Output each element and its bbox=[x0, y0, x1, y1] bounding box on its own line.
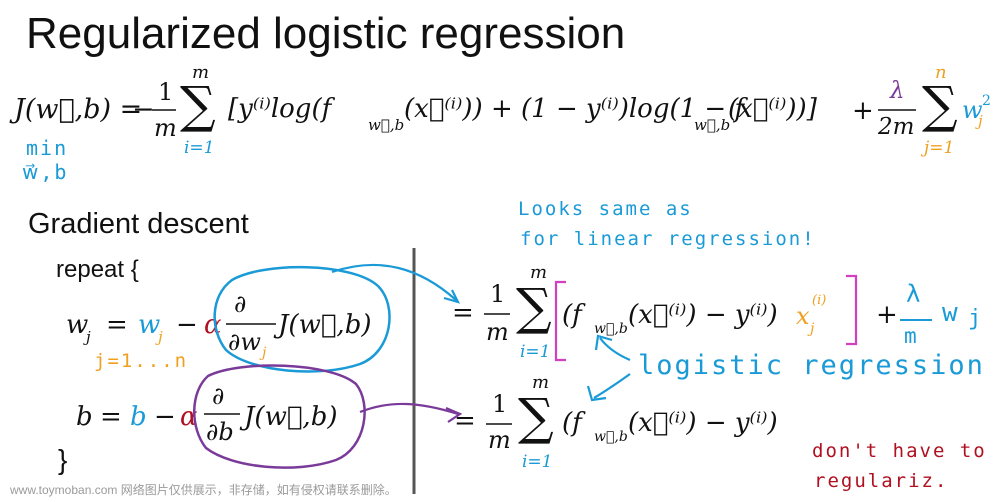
b-eq: = bbox=[100, 402, 122, 432]
logistic-arrow-up-head bbox=[594, 334, 613, 351]
w-minus: − bbox=[176, 310, 198, 340]
right-x-j-sub: j bbox=[810, 321, 815, 337]
cost-minus: − bbox=[132, 94, 155, 125]
cost-plus: + bbox=[852, 96, 874, 126]
gradient-heading: Gradient descent bbox=[28, 208, 249, 240]
repeat-open: repeat { bbox=[56, 256, 139, 283]
cost-two-m: 2m bbox=[878, 114, 915, 140]
right-m-2: m bbox=[904, 324, 919, 348]
cost-sum-top: m bbox=[192, 62, 210, 83]
cost-f-sub-2: w⃗,b bbox=[694, 116, 731, 134]
w-eq: = bbox=[106, 310, 128, 340]
cost-reg-sum-top: n bbox=[935, 62, 947, 83]
magenta-bracket-left bbox=[554, 280, 566, 362]
right-w-j-sub: j bbox=[968, 306, 984, 331]
cost-x-arg: (x⃗⁽ⁱ⁾)) + (1 − y⁽ⁱ⁾)log(1 − f bbox=[404, 94, 745, 124]
cost-m: m bbox=[154, 114, 177, 142]
repeat-close: } bbox=[58, 444, 68, 475]
w-dw: ∂w bbox=[228, 328, 261, 356]
cost-reg-sum-sign: ∑ bbox=[922, 76, 958, 134]
right-arg-2: (x⃗⁽ⁱ⁾) − y⁽ⁱ⁾) bbox=[628, 408, 778, 438]
right-plus: + bbox=[876, 300, 898, 330]
cost-bracket-body: [y⁽ⁱ⁾log(f bbox=[228, 94, 332, 124]
b-partial: ∂ bbox=[212, 382, 225, 410]
w-lhs-sub: j bbox=[86, 328, 91, 346]
note-regulariz: regulariz. bbox=[814, 470, 949, 492]
b-rhs: b bbox=[130, 402, 147, 432]
right-sum-bottom-1: i=1 bbox=[520, 342, 551, 362]
w-arrow-head bbox=[443, 289, 461, 304]
b-minus: − bbox=[154, 402, 176, 432]
cost-reg-sum-bottom: j=1 bbox=[924, 138, 955, 158]
w-J: J(w⃗,b) bbox=[278, 310, 372, 340]
slide-title: Regularized logistic regression bbox=[26, 9, 626, 58]
b-db: ∂b bbox=[206, 418, 234, 446]
right-sum-bottom-2: i=1 bbox=[522, 452, 553, 472]
cost-reg-sub: j bbox=[978, 112, 983, 130]
right-f-sub-2: w⃗,b bbox=[594, 429, 628, 445]
right-f-sub-1: w⃗,b bbox=[594, 321, 628, 337]
right-x-j: x bbox=[796, 302, 810, 330]
cost-lhs: J(w⃗,b) = bbox=[14, 94, 143, 125]
w-dw-sub: j bbox=[262, 345, 267, 361]
logistic-arrow-down bbox=[593, 373, 631, 399]
note-logistic-regression: logistic regression bbox=[638, 350, 985, 381]
cost-sum-bottom: i=1 bbox=[184, 138, 215, 158]
cost-lambda: λ bbox=[890, 78, 905, 104]
min-note-1: min bbox=[26, 136, 69, 160]
right-m-3: m bbox=[488, 426, 511, 454]
right-sum-top-2: m bbox=[532, 372, 550, 393]
logistic-arrow-down-head bbox=[586, 385, 607, 402]
w-rhs: w bbox=[138, 310, 161, 340]
note-looks-same-2: for linear regression! bbox=[520, 228, 816, 250]
right-m-1: m bbox=[486, 318, 509, 346]
right-w-j: w bbox=[942, 298, 960, 328]
w-partial: ∂ bbox=[234, 290, 247, 318]
right-x-j-sup: (i) bbox=[812, 293, 827, 308]
j-range-note: j=1...n bbox=[94, 350, 189, 372]
logistic-arrow-up bbox=[599, 337, 631, 362]
magenta-bracket-right bbox=[846, 274, 858, 346]
b-arrow-head bbox=[445, 406, 463, 423]
cost-one: 1 bbox=[158, 78, 174, 106]
right-one-2: 1 bbox=[492, 390, 508, 418]
w-lhs: w bbox=[66, 310, 89, 340]
right-eq-1: = bbox=[452, 298, 474, 328]
right-one-1: 1 bbox=[490, 280, 506, 308]
right-sum-sign-2: ∑ bbox=[518, 388, 554, 446]
right-lambda: λ bbox=[906, 280, 923, 308]
right-body-1: (f bbox=[562, 300, 582, 330]
right-body-2: (f bbox=[562, 408, 582, 438]
min-note-2: w⃗,b bbox=[22, 160, 69, 184]
note-looks-same-1: Looks same as bbox=[518, 198, 693, 220]
b-lhs: b bbox=[76, 402, 93, 432]
cost-sum-sign: ∑ bbox=[180, 76, 216, 134]
b-J: J(w⃗,b) bbox=[244, 402, 338, 432]
cost-f-sub: w⃗,b bbox=[368, 116, 405, 134]
cost-x-arg-2: (x⃗⁽ⁱ⁾))] bbox=[728, 94, 817, 124]
cost-reg-term: w bbox=[962, 96, 983, 124]
b-derivative-circle bbox=[193, 364, 366, 469]
w-rhs-sub: j bbox=[158, 328, 163, 346]
right-sum-top-1: m bbox=[530, 262, 548, 283]
b-arrow bbox=[359, 402, 459, 416]
right-arg-1: (x⃗⁽ⁱ⁾) − y⁽ⁱ⁾) bbox=[628, 300, 778, 330]
note-dont-have-to: don't have to bbox=[812, 440, 987, 462]
w-arrow bbox=[331, 263, 457, 301]
cost-reg-sup: 2 bbox=[982, 93, 991, 109]
right-sum-sign-1: ∑ bbox=[516, 278, 552, 336]
watermark: www.toymoban.com 网络图片仅供展示，非存储，如有侵权请联系删除。 bbox=[10, 483, 397, 497]
w-derivative-circle bbox=[213, 265, 391, 373]
